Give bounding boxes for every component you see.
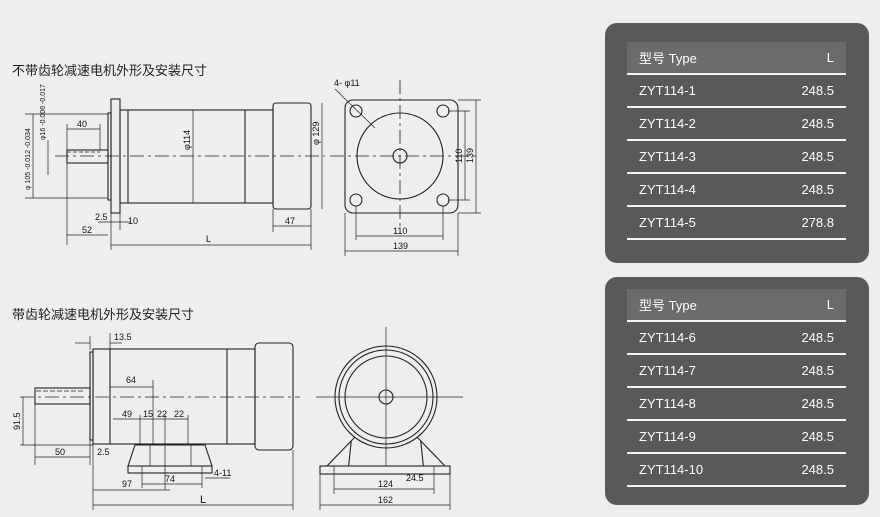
table-row: ZYT114-4 248.5 <box>627 174 846 207</box>
dim-49: 49 <box>122 409 132 419</box>
model-cell: ZYT114-1 <box>639 83 696 98</box>
length-cell: 248.5 <box>801 429 834 444</box>
model-cell: ZYT114-9 <box>639 429 696 444</box>
table-row: ZYT114-6 248.5 <box>627 322 846 355</box>
model-cell: ZYT114-7 <box>639 363 696 378</box>
length-cell: 248.5 <box>801 330 834 345</box>
dim-110-vertical: 110 <box>454 149 464 163</box>
length-cell: 248.5 <box>801 116 834 131</box>
dim-2-5-b: 2.5 <box>97 447 110 457</box>
dim-162: 162 <box>378 495 393 505</box>
length-cell: 248.5 <box>801 396 834 411</box>
dim-124: 124 <box>378 479 393 489</box>
table-row: ZYT114-3 248.5 <box>627 141 846 174</box>
header-length: L <box>826 50 834 65</box>
dim-40: 40 <box>77 119 87 129</box>
model-cell: ZYT114-5 <box>639 215 696 230</box>
motor-side-view-with-gear: 13.5 64 49 15 22 22 91.5 50 2.5 97 74 4-… <box>12 332 300 510</box>
length-cell: 248.5 <box>801 182 834 197</box>
dim-L-b: L <box>200 494 206 506</box>
table-header: 型号 Type L <box>627 42 846 75</box>
dim-52: 52 <box>82 225 92 235</box>
dim-97: 97 <box>122 479 132 489</box>
table-row: ZYT114-2 248.5 <box>627 108 846 141</box>
spec-table-with-gear: 型号 Type L ZYT114-6 248.5 ZYT114-7 248.5 ZY… <box>627 289 846 487</box>
length-cell: 248.5 <box>801 149 834 164</box>
spec-panel-with-gear: 型号 Type L ZYT114-6 248.5 ZYT114-7 248.5 ZY… <box>605 277 869 505</box>
length-cell: 278.8 <box>801 215 834 230</box>
length-cell: 248.5 <box>801 83 834 98</box>
model-cell: ZYT114-3 <box>639 149 696 164</box>
dim-22-a: 22 <box>157 409 167 419</box>
motor-drawings: 40 φ114 φ 105 -0.012 -0.034 φ16 -0.006 -… <box>12 78 481 510</box>
length-cell: 248.5 <box>801 363 834 378</box>
motor-front-view-with-gear: 124 24.5 162 <box>316 327 463 510</box>
table-row: ZYT114-1 248.5 <box>627 75 846 108</box>
dim-phi114: φ114 <box>182 130 192 150</box>
dim-4-holes-11: 4-11 <box>214 468 231 478</box>
model-cell: ZYT114-2 <box>639 116 696 131</box>
model-cell: ZYT114-4 <box>639 182 696 197</box>
dim-2-5: 2.5 <box>95 212 108 222</box>
dim-13-5: 13.5 <box>114 332 132 342</box>
model-cell: ZYT114-6 <box>639 330 696 345</box>
dim-110-horizontal: 110 <box>393 226 407 236</box>
table-row: ZYT114-10 248.5 <box>627 454 846 487</box>
header-length: L <box>826 297 834 312</box>
model-cell: ZYT114-8 <box>639 396 696 411</box>
dim-74: 74 <box>165 474 175 484</box>
length-cell: 248.5 <box>801 462 834 477</box>
dim-22-b: 22 <box>174 409 184 419</box>
dim-24-5: 24.5 <box>406 473 424 483</box>
motor-front-view-no-gear: 4- φ11 110 139 110 139 <box>330 78 481 256</box>
header-type: 型号 Type <box>639 298 697 313</box>
header-type: 型号 Type <box>639 51 697 66</box>
dim-91-5: 91.5 <box>12 412 22 430</box>
dim-139-horizontal: 139 <box>393 241 408 251</box>
dim-10: 10 <box>128 216 138 226</box>
dim-50: 50 <box>55 447 65 457</box>
dim-15: 15 <box>143 409 153 419</box>
table-header: 型号 Type L <box>627 289 846 322</box>
section-title-with-gear: 带齿轮减速电机外形及安装尺寸 <box>12 308 195 323</box>
table-row: ZYT114-8 248.5 <box>627 388 846 421</box>
spec-table-no-gear: 型号 Type L ZYT114-1 248.5 ZYT114-2 248.5 ZY… <box>627 42 846 240</box>
dim-139-vertical: 139 <box>465 148 475 163</box>
dim-phi105: φ 105 -0.012 -0.034 <box>25 128 32 190</box>
model-cell: ZYT114-10 <box>639 462 704 477</box>
spec-panel-no-gear: 型号 Type L ZYT114-1 248.5 ZYT114-2 248.5 ZY… <box>605 23 869 263</box>
dim-L: L <box>206 234 211 244</box>
dim-phi129: φ 129 <box>311 122 321 145</box>
dim-64: 64 <box>126 375 136 385</box>
dim-4-holes-phi11: 4- φ11 <box>334 78 360 88</box>
section-title-no-gear: 不带齿轮减速电机外形及安装尺寸 <box>12 64 208 79</box>
table-row: ZYT114-7 248.5 <box>627 355 846 388</box>
motor-side-view-no-gear: 40 φ114 φ 105 -0.012 -0.034 φ16 -0.006 -… <box>25 84 325 250</box>
table-row: ZYT114-9 248.5 <box>627 421 846 454</box>
dim-47: 47 <box>285 216 295 226</box>
dim-phi16: φ16 -0.006 -0.017 <box>40 84 47 140</box>
table-row: ZYT114-5 278.8 <box>627 207 846 240</box>
